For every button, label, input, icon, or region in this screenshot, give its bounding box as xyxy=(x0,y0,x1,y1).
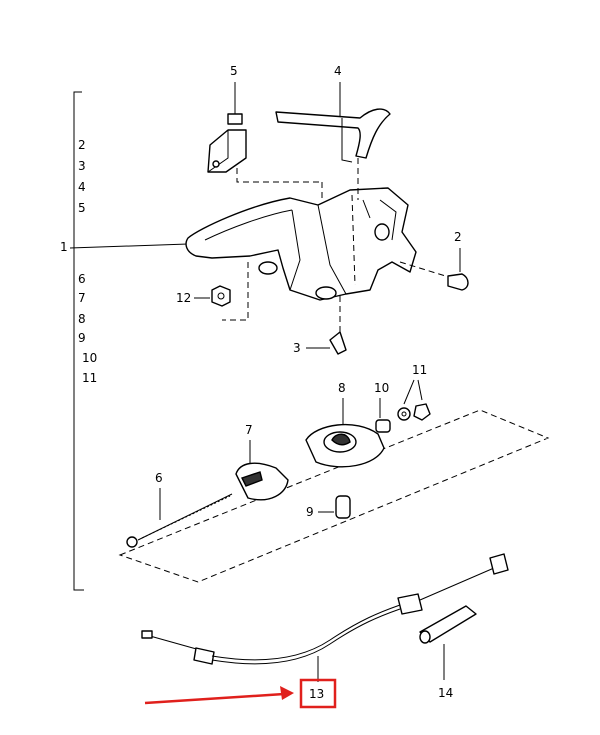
callout-12: 12 xyxy=(176,291,191,305)
bracket-list-item: 4 xyxy=(78,180,86,194)
bracket-list-item: 6 xyxy=(78,272,86,286)
callout-1: 1 xyxy=(60,240,68,254)
segment-part-7 xyxy=(235,462,289,501)
callout-13: 13 xyxy=(309,687,324,701)
bracket-list-item: 8 xyxy=(78,312,86,326)
callout-11: 11 xyxy=(412,363,427,377)
nut-part-12 xyxy=(211,285,231,307)
callout-9: 9 xyxy=(306,505,314,519)
sleeve-part-9 xyxy=(335,495,351,519)
bracket-part-5 xyxy=(207,113,247,173)
callout-6: 6 xyxy=(155,471,163,485)
callout-14: 14 xyxy=(438,686,453,700)
handbrake-lever xyxy=(185,187,417,301)
callout-5: 5 xyxy=(230,64,238,78)
pin-part-2 xyxy=(447,273,469,291)
cable-part-13 xyxy=(141,553,509,665)
bracket-list-item: 7 xyxy=(78,291,86,305)
callout-3: 3 xyxy=(293,341,301,355)
tube-part-14 xyxy=(419,605,477,644)
washers-part-11 xyxy=(397,403,431,421)
callout-7: 7 xyxy=(245,423,253,437)
threaded-rod-part-6 xyxy=(126,493,233,548)
callout-4: 4 xyxy=(334,64,342,78)
bracket-list-item: 11 xyxy=(82,371,97,385)
housing-part-8 xyxy=(305,423,385,468)
bracket-list-item: 5 xyxy=(78,201,86,215)
bushing-part-10 xyxy=(375,419,391,433)
clip-part-3 xyxy=(329,331,347,355)
release-lever-4 xyxy=(275,108,391,163)
callout-8: 8 xyxy=(338,381,346,395)
bracket-list-item: 10 xyxy=(82,351,97,365)
bracket-list-item: 9 xyxy=(78,331,86,345)
callout-10: 10 xyxy=(374,381,389,395)
bracket-list: 2 3 4 5 6 7 8 9 10 11 xyxy=(78,138,97,385)
highlight-box xyxy=(299,678,337,709)
bracket-list-item: 3 xyxy=(78,159,86,173)
callout-2: 2 xyxy=(454,230,462,244)
bracket-list-item: 2 xyxy=(78,138,86,152)
highlight-arrow xyxy=(144,686,294,705)
assembly-bracket xyxy=(73,91,84,591)
